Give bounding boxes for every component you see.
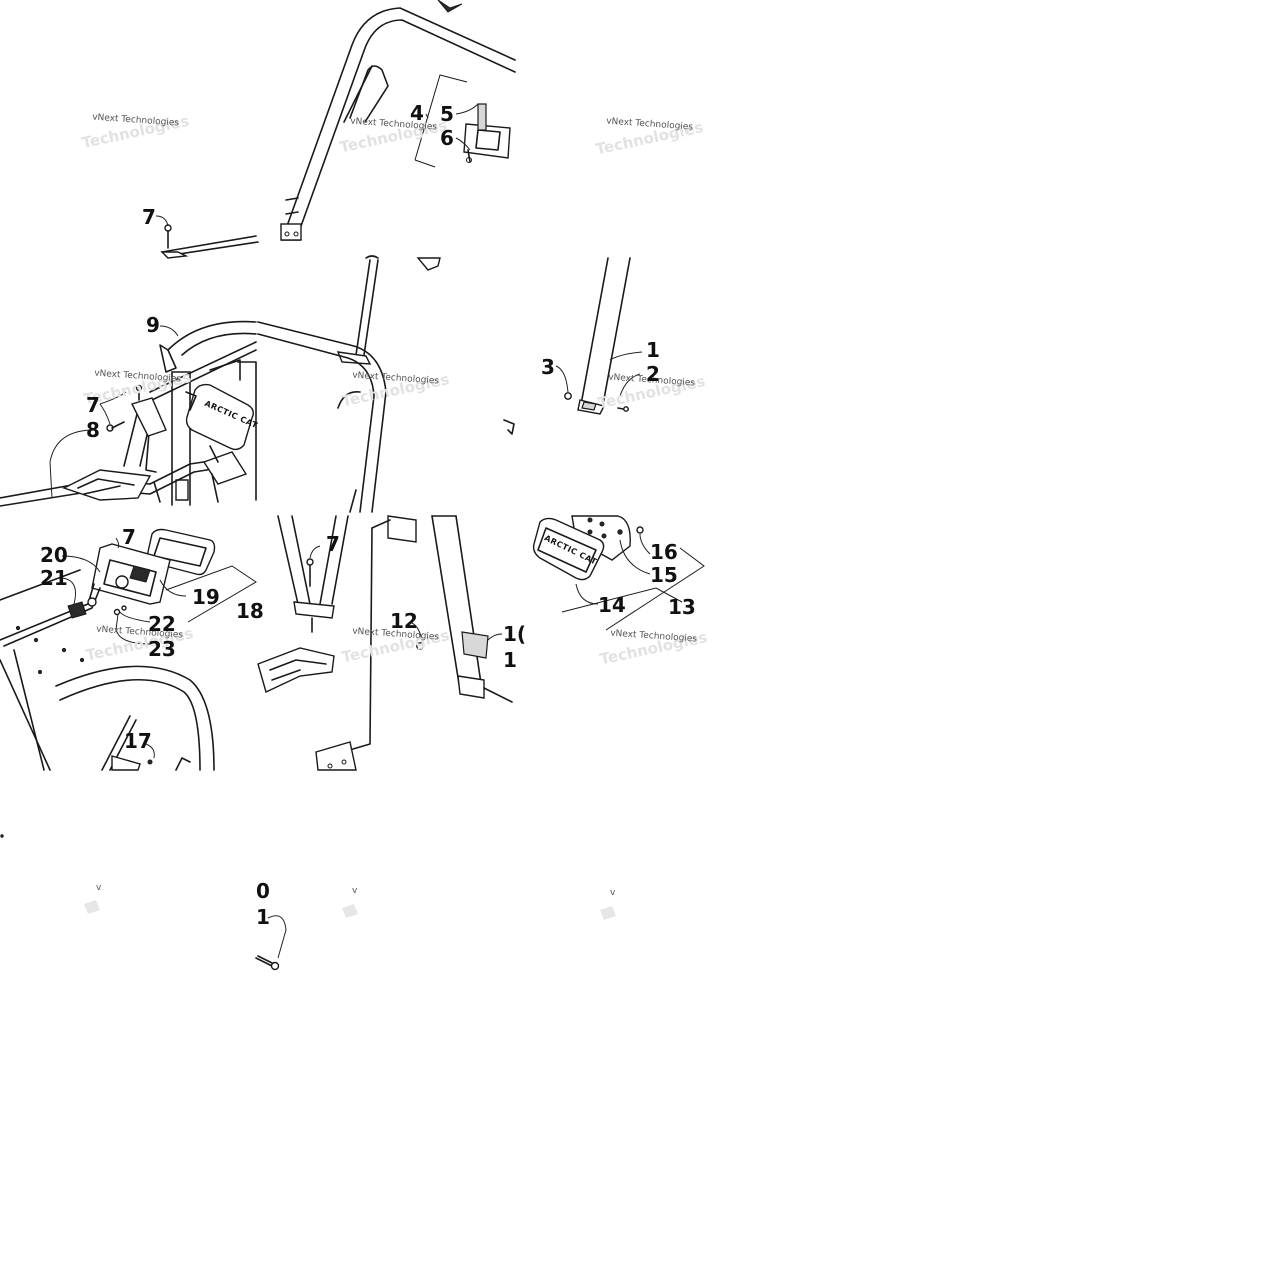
bracket-box-18 [165,565,257,623]
crossbar-lower [160,235,259,259]
callout-9: 9 [146,313,160,337]
grab-handle [343,65,389,123]
callout-4: 4 [410,101,424,125]
callout-22: 22 [148,612,176,636]
upright-tube-mid [336,255,379,365]
top-fragment-mark [437,0,463,13]
callout-10: 1( [503,622,526,646]
upper-fragment-mid [416,257,441,271]
svg-text:v: v [610,888,616,898]
roll-bar-top-tube [280,7,516,241]
callout-20: 20 [40,543,68,567]
callout-14: 14 [598,593,626,617]
vertical-bracket-post [315,515,417,771]
callout-11: 1 [503,648,517,672]
edge-tick [0,834,4,838]
callout-0: 0 [256,879,270,903]
taillight-lens-14: ARCTIC CAT [532,517,605,581]
callout-18: 18 [236,599,264,623]
callout-7-a: 7 [142,205,156,229]
svg-text:v: v [96,883,102,893]
callouts: 4 5 6 7 9 7 8 1 2 3 20 21 7 19 18 22 23 … [40,101,696,929]
callout-5: 5 [440,102,454,126]
callout-13: 13 [668,595,696,619]
mirror-assembly [414,74,511,168]
cage-hoop-mid [257,321,387,513]
footrest-bracket [257,647,335,693]
watermark-7: Technologies vNext Technologies [84,624,195,664]
leader-lines [49,103,651,959]
rear-post-1 [564,257,631,415]
watermark-9: Technologies vNext Technologies [598,628,709,668]
bolt-7-top [164,224,172,249]
watermark-3: Technologies vNext Technologies [594,117,705,159]
callout-6: 6 [440,126,454,150]
watermark-2: Technologies vNext Technologies [338,116,449,156]
callout-12: 12 [390,609,418,633]
callout-21: 21 [40,566,68,590]
long-bolt [255,955,280,971]
callout-15: 15 [650,563,678,587]
svg-text:v: v [352,886,358,896]
callout-8: 8 [86,418,100,442]
callout-7-c: 7 [122,525,136,549]
callout-3: 3 [541,355,555,379]
bolt-7-bottom [306,558,314,587]
taillight-lens-mid: ARCTIC CAT [185,383,259,451]
bolt-7-mid [106,384,143,432]
callout-17: 17 [124,729,152,753]
rear-post-10 [416,515,513,703]
grab-bar-8 [0,397,248,507]
callout-1-b: 1 [256,905,270,929]
callout-2: 2 [646,362,660,386]
screw-22-23 [113,605,127,616]
lower-cage-frame [0,569,215,771]
taillight-housing-20 [0,543,171,647]
callout-23: 23 [148,637,176,661]
callout-7-d: 7 [326,532,340,556]
watermark-5: Technologies vNext Technologies [340,370,451,410]
callout-16: 16 [650,540,678,564]
callout-1: 1 [646,338,660,362]
watermark-1: Technologies vNext Technologies [80,112,191,152]
bulb-socket-21 [67,597,97,619]
small-part-right-edge [503,419,515,435]
watermark-fragments: v v v [84,883,616,920]
front-hoop-lower [277,515,349,633]
callout-7-b: 7 [86,393,100,417]
callout-19: 19 [192,585,220,609]
